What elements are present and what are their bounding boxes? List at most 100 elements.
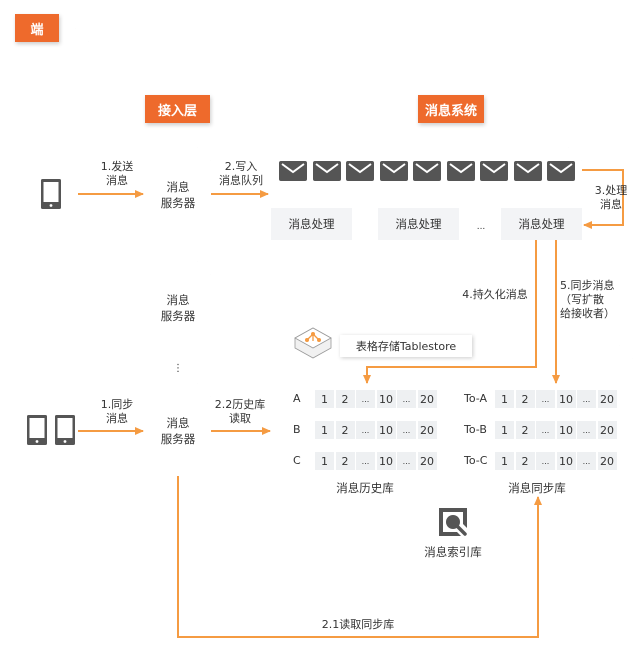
envelope-icon [346, 161, 374, 181]
envelope-icon [279, 161, 307, 181]
client-column [15, 28, 89, 640]
envelope-icon [547, 161, 575, 181]
step-sync-label: 5.同步消息（写扩散给接收者） [560, 279, 626, 321]
table-cell: 1 [495, 452, 514, 470]
table-cell: 10 [376, 421, 396, 439]
table-cell: 10 [556, 390, 576, 408]
envelope-icon [513, 161, 542, 181]
server-ellipsis: ⋮ [173, 363, 183, 374]
message-processor-1: 消息处理 [271, 208, 352, 240]
step-sync-recv-label: 1.同步消息 [92, 398, 142, 426]
message-server-1 [145, 147, 211, 239]
label-line: 3.处理 [594, 184, 628, 197]
table-cell: 20 [417, 452, 437, 470]
table-cell: 1 [495, 390, 514, 408]
table-cell: 1 [315, 421, 334, 439]
access-layer-tag: 接入层 [145, 95, 210, 123]
table-cell: ... [536, 390, 555, 408]
table-cell: 20 [597, 421, 617, 439]
table-cell: ... [536, 452, 555, 470]
arrow-persist [363, 240, 537, 384]
server-label-line: 服务器 [160, 196, 196, 210]
table-cell: 1 [315, 452, 334, 470]
table-cell: 1 [495, 421, 514, 439]
table-cell: ... [577, 390, 596, 408]
table-cell: 2 [335, 452, 355, 470]
label-line: 读取 [229, 412, 251, 425]
sync-db-label: 消息同步库 [508, 481, 566, 495]
table-cell: 2 [515, 452, 535, 470]
table-cell: 2 [335, 421, 355, 439]
label-line: 1.发送 [100, 160, 134, 173]
client-tag: 端 [15, 14, 59, 42]
server-label-line: 服务器 [160, 432, 196, 446]
envelope-icon [480, 161, 508, 181]
table-cell: 10 [556, 421, 576, 439]
envelope-icon [413, 161, 441, 181]
server-label-line: 服务器 [160, 309, 196, 323]
step-persist-label: 4.持久化消息 [462, 288, 528, 301]
phone-icon [55, 415, 75, 445]
processor-ellipsis: ... [476, 222, 486, 232]
label-line: 5.同步消息 [560, 279, 615, 292]
phone-icon [41, 179, 61, 209]
label-line: （写扩散 [560, 293, 604, 306]
table-cell: ... [397, 421, 416, 439]
message-processor-3: 消息处理 [501, 208, 582, 240]
table-cell: 2 [515, 421, 535, 439]
table-cell: ... [577, 421, 596, 439]
table-cell: ... [356, 421, 375, 439]
table-cell: 20 [597, 452, 617, 470]
server-1-label: 消息 服务器 [145, 179, 211, 211]
label-line: 消息队列 [219, 174, 263, 187]
row-key: To-C [464, 454, 488, 467]
table-cell: ... [397, 390, 416, 408]
step-sync-read-label: 2.1读取同步库 [321, 618, 395, 631]
table-cell: 10 [376, 390, 396, 408]
message-processor-2: 消息处理 [378, 208, 459, 240]
step-process-label: 3.处理消息 [588, 184, 634, 212]
table-cell: ... [577, 452, 596, 470]
table-cell: ... [536, 421, 555, 439]
history-db-label: 消息历史库 [336, 481, 394, 495]
table-cell: ... [356, 452, 375, 470]
envelope-icon [446, 161, 475, 181]
step-history-read-label: 2.2历史库读取 [210, 398, 270, 426]
table-cell: 20 [417, 390, 437, 408]
table-cell: 20 [597, 390, 617, 408]
table-cell: 10 [376, 452, 396, 470]
server-label-line: 消息 [166, 180, 190, 194]
phone-icon [27, 415, 47, 445]
server-3-label: 消息 服务器 [145, 415, 211, 447]
table-cell: 10 [556, 452, 576, 470]
table-cell: ... [397, 452, 416, 470]
label-line: 给接收者） [560, 307, 615, 320]
arrow-sync-read [177, 476, 542, 638]
search-index-icon [439, 508, 467, 536]
label-line: 1.同步 [100, 398, 134, 411]
envelope-icon [379, 161, 408, 181]
label-line: 消息 [106, 174, 128, 187]
envelope-icon [312, 161, 341, 181]
row-key: C [293, 454, 301, 467]
label-line: 2.写入 [224, 160, 258, 173]
message-system-tag: 消息系统 [418, 95, 484, 123]
step-write-queue-label: 2.写入消息队列 [212, 160, 270, 188]
label-line: 2.2历史库 [214, 398, 266, 411]
row-key: To-A [464, 392, 488, 405]
step-send-label: 1.发送消息 [92, 160, 142, 188]
server-2-label: 消息 服务器 [145, 292, 211, 324]
table-cell: 2 [515, 390, 535, 408]
row-key: B [293, 423, 301, 436]
server-label-line: 消息 [166, 416, 190, 430]
row-key: To-B [464, 423, 487, 436]
table-cell: ... [356, 390, 375, 408]
row-key: A [293, 392, 301, 405]
label-line: 消息 [600, 198, 622, 211]
message-server-2 [145, 261, 211, 353]
table-cell: 2 [335, 390, 355, 408]
tablestore-icon [294, 327, 332, 359]
index-db-label: 消息索引库 [424, 545, 482, 559]
table-cell: 1 [315, 390, 334, 408]
